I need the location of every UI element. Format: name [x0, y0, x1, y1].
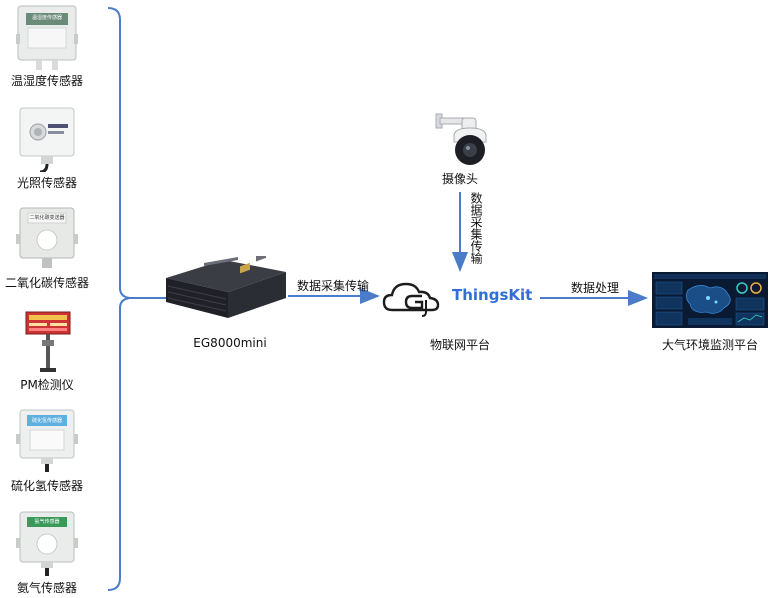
sensor-co2: 二氧化碳变送器: [14, 206, 80, 270]
sensor-group-bracket: [107, 7, 131, 591]
thingskit-logo-icon: [382, 282, 440, 317]
sensor-label-pm: PM检测仪: [20, 378, 74, 392]
light-sensor-icon: [19, 107, 75, 174]
sensor-pm: [20, 310, 76, 374]
sensor-light: [14, 106, 80, 174]
sensor-h2s: 硫化氢传感器: [14, 408, 80, 472]
dashboard-screen: [652, 272, 768, 328]
sensor-label-light: 光照传感器: [16, 176, 77, 190]
platform-label: 物联网平台: [429, 338, 490, 352]
gateway-device-icon: [166, 250, 286, 318]
gateway-label: EG8000mini: [193, 336, 267, 350]
sensor-ammonia: 氨气传感器: [14, 510, 80, 576]
sensor-panel-text: 氨气传感器: [34, 519, 60, 525]
sensor-label-ammonia: 氨气传感器: [16, 581, 77, 595]
camera-label: 摄像头: [441, 172, 478, 186]
ptz-camera-icon: [435, 113, 487, 165]
edge-label-camera-to-platform: 数据采集传输: [469, 192, 483, 264]
h2s-sensor-icon: [16, 409, 78, 472]
sensor-panel-text: 温湿度传感器: [31, 15, 62, 21]
edge-label-gateway-to-platform: 数据采集传输: [296, 279, 369, 293]
platform-logo: [382, 278, 446, 318]
camera-device: [432, 106, 490, 168]
sensor-label-temp-humidity: 温湿度传感器: [10, 74, 83, 88]
edge-label-platform-to-dashboard: 数据处理: [570, 281, 619, 295]
dashboard-label: 大气环境监测平台: [661, 338, 758, 352]
co2-sensor-icon: [16, 207, 78, 268]
sensor-label-co2: 二氧化碳传感器: [4, 276, 89, 290]
sensor-label-h2s: 硫化氢传感器: [10, 479, 83, 493]
sensor-panel-text: 二氧化碳变送器: [29, 215, 65, 221]
dashboard-screen-icon: [652, 272, 768, 328]
ammonia-sensor-icon: [16, 511, 78, 576]
gateway-device: [164, 250, 288, 322]
platform-brand: ThingsKit: [452, 286, 533, 304]
sensor-temp-humidity: 温湿度传感器: [14, 4, 80, 72]
sensor-panel-text: 硫化氢传感器: [31, 418, 62, 424]
temp-humidity-sensor-icon: [16, 5, 78, 70]
pm-monitor-icon: [25, 311, 71, 372]
